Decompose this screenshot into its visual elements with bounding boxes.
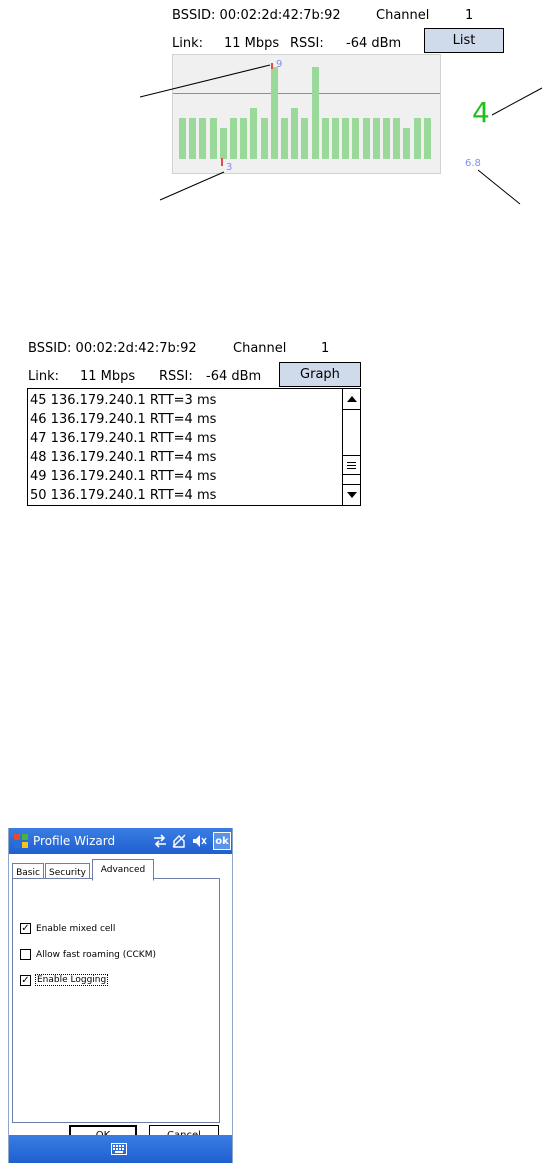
rtt-bar	[230, 118, 237, 159]
channel-value: 1	[465, 8, 474, 23]
link-label: Link:	[28, 369, 60, 384]
rtt-bar	[189, 118, 197, 159]
connectivity-icon[interactable]	[152, 833, 168, 849]
rtt-bar	[291, 108, 299, 159]
tab-advanced[interactable]: Advanced	[92, 859, 154, 881]
profile-wizard-window: Profile Wizard ok Basic Security Advance…	[8, 828, 233, 1163]
max-callout-line	[139, 64, 271, 98]
title-bar: Profile Wizard ok	[9, 828, 232, 854]
current-rtt-value: 4	[472, 96, 490, 129]
bottom-menu-bar	[9, 1135, 232, 1163]
rtt-bar	[423, 118, 431, 159]
scroll-down-button[interactable]	[343, 484, 360, 505]
callout-lines	[139, 64, 543, 205]
allow-fast-roaming-checkbox[interactable]	[20, 949, 31, 960]
keyboard-icon[interactable]	[111, 1143, 127, 1155]
bssid-label: BSSID: 00:02:2d:42:7b:92	[28, 341, 197, 356]
rtt-bar	[281, 118, 288, 159]
bssid-label: BSSID: 00:02:2d:42:7b:92	[172, 8, 341, 23]
tab-basic[interactable]: Basic	[12, 863, 44, 881]
allow-fast-roaming-label: Allow fast roaming (CCKM)	[36, 950, 156, 960]
rtt-bar	[179, 118, 186, 159]
rtt-bar	[219, 128, 227, 159]
min-callout-line	[159, 171, 225, 201]
graph-toggle-button[interactable]: Graph	[279, 362, 361, 387]
rtt-bar	[260, 118, 268, 159]
rtt-bar	[413, 118, 421, 159]
rssi-value: -64 dBm	[346, 36, 402, 51]
rtt-bar	[383, 118, 390, 159]
enable-logging-label: Enable Logging	[35, 974, 109, 986]
rssi-value: -64 dBm	[206, 369, 262, 384]
average-rtt-value: 6.8	[465, 158, 481, 169]
rtt-bar	[311, 67, 319, 159]
list-item[interactable]: 48 136.179.240.1 RTT=4 ms	[30, 450, 217, 465]
list-item[interactable]: 46 136.179.240.1 RTT=4 ms	[30, 412, 217, 427]
triangle-up-icon	[346, 396, 357, 402]
rtt-bar	[199, 118, 207, 159]
max-label: 9	[276, 59, 283, 70]
rssi-label: RSSI:	[290, 36, 324, 51]
rtt-bar	[250, 108, 258, 159]
window-title: Profile Wizard	[33, 834, 116, 848]
rtt-bar	[393, 118, 401, 159]
rtt-bar	[270, 67, 278, 159]
rtt-bar	[362, 118, 370, 159]
list-toggle-button[interactable]: List	[424, 28, 504, 53]
scroll-thumb[interactable]	[343, 455, 360, 475]
list-item[interactable]: 47 136.179.240.1 RTT=4 ms	[30, 431, 217, 446]
channel-label: Channel	[233, 341, 287, 356]
channel-label: Channel	[376, 8, 430, 23]
max-marker	[271, 63, 273, 69]
channel-value: 1	[321, 341, 330, 356]
rtt-bar	[403, 128, 411, 159]
rtt-bar	[301, 118, 309, 159]
current-callout-line	[491, 87, 543, 116]
advanced-tab-panel: ✓ Enable mixed cell Allow fast roaming (…	[12, 878, 220, 1123]
rtt-bar	[372, 118, 380, 159]
grip-icon	[347, 461, 356, 469]
link-value: 11 Mbps	[224, 36, 280, 51]
enable-mixed-cell-checkbox[interactable]: ✓	[20, 923, 31, 934]
triangle-down-icon	[346, 492, 357, 498]
scroll-up-button[interactable]	[343, 389, 360, 410]
list-item[interactable]: 50 136.179.240.1 RTT=4 ms	[30, 488, 217, 503]
rtt-bar	[209, 118, 217, 159]
rtt-bar	[240, 118, 248, 159]
volume-mute-icon[interactable]	[191, 833, 207, 849]
link-value: 11 Mbps	[80, 369, 136, 384]
signal-off-icon[interactable]	[171, 833, 187, 849]
ok-titlebar-button[interactable]: ok	[213, 832, 231, 850]
list-item[interactable]: 49 136.179.240.1 RTT=4 ms	[30, 469, 217, 484]
average-callout-line	[477, 169, 521, 205]
windows-start-icon[interactable]	[12, 831, 30, 851]
enable-mixed-cell-label: Enable mixed cell	[36, 924, 116, 934]
rssi-label: RSSI:	[159, 369, 193, 384]
min-label: 3	[226, 162, 233, 173]
rtt-bar	[321, 118, 329, 159]
vertical-scrollbar[interactable]	[342, 389, 360, 505]
min-marker	[221, 158, 223, 166]
link-label: Link:	[172, 36, 204, 51]
rtt-bar	[342, 118, 350, 159]
tab-security[interactable]: Security	[45, 863, 90, 881]
enable-logging-checkbox[interactable]: ✓	[20, 975, 31, 986]
rtt-graph: 9 3	[172, 54, 441, 174]
list-item[interactable]: 45 136.179.240.1 RTT=3 ms	[30, 393, 217, 408]
rtt-bar	[352, 118, 360, 159]
rtt-bar	[332, 118, 339, 159]
average-reference-line	[173, 93, 440, 94]
ping-results-list[interactable]: 45 136.179.240.1 RTT=3 ms 46 136.179.240…	[27, 388, 361, 506]
